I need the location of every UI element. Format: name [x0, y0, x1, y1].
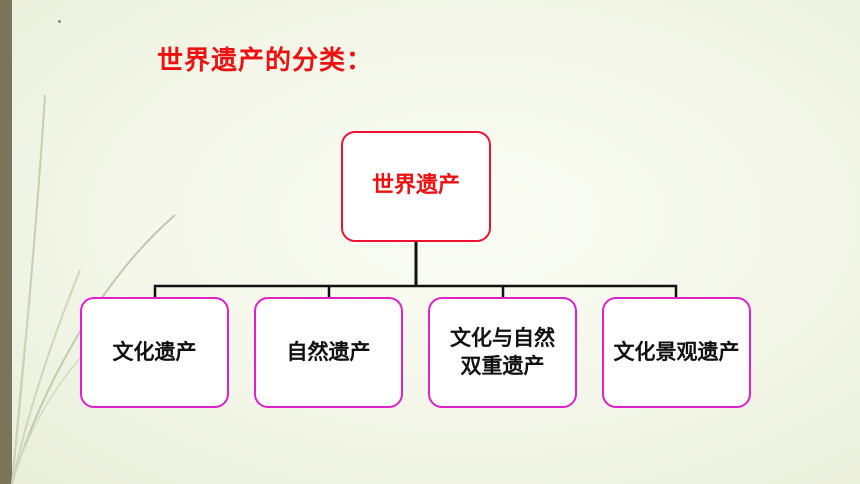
child-node-label: 自然遗产 [286, 339, 371, 364]
child-node-cultural-landscape: 文化景观遗产 [602, 297, 751, 408]
child-node-mixed-heritage: 文化与自然 双重遗产 [428, 297, 577, 408]
child-node-label: 文化遗产 [112, 339, 197, 364]
child-node-label: 文化景观遗产 [613, 339, 740, 364]
child-node-label-line1: 文化与自然 [450, 326, 555, 351]
decorative-dot [58, 20, 61, 23]
child-node-label-line2: 双重遗产 [460, 353, 545, 378]
root-node: 世界遗产 [341, 131, 491, 242]
child-node-natural-heritage: 自然遗产 [254, 297, 403, 408]
left-decorative-bar [0, 0, 12, 484]
page-title: 世界遗产的分类： [157, 46, 374, 76]
root-node-label: 世界遗产 [371, 173, 460, 199]
child-node-cultural-heritage: 文化遗产 [80, 297, 229, 408]
